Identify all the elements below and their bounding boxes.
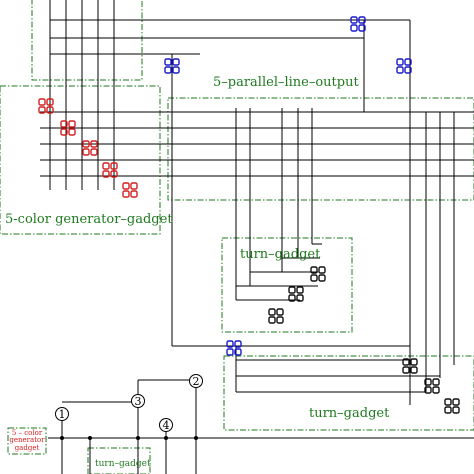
node-1: 1	[55, 407, 69, 421]
node-number: 1	[59, 408, 66, 421]
inset-label-line: generator	[9, 436, 45, 445]
node-number: 3	[135, 395, 142, 408]
turn-gadget-label-upper: turn–gadget	[240, 247, 321, 262]
inset-color-generator-label: 5 – color generator gadget	[9, 429, 45, 452]
four-square-cluster-icon	[350, 16, 366, 32]
four-square-cluster-icon	[310, 266, 326, 282]
turn-gadget-label-inset: turn–gadget	[95, 459, 151, 469]
diagram-part	[159, 418, 173, 432]
diagram-group: 1 2 3 4	[55, 374, 203, 432]
inset-label-line: gadget	[14, 443, 40, 452]
four-square-cluster-icon	[226, 340, 242, 356]
junction-dot	[194, 436, 198, 440]
inset-color-generator-box	[7, 427, 47, 455]
parallel-output-label: 5–parallel–line–output	[213, 75, 359, 90]
diagram-part	[131, 394, 145, 408]
junction-dot	[88, 436, 92, 440]
diagram-part	[55, 407, 69, 421]
four-square-cluster-icon	[122, 182, 138, 198]
diagram-group	[268, 266, 460, 414]
inset-turn-gadget-box	[87, 447, 151, 474]
four-square-cluster-icon	[38, 98, 54, 114]
parallel-output-box	[167, 97, 474, 201]
diagram-group	[164, 16, 412, 356]
turn-gadget-label-lower: turn–gadget	[309, 406, 390, 421]
turn-gadget-box-upper	[221, 237, 353, 333]
four-square-cluster-icon	[82, 140, 98, 156]
node-3: 3	[131, 394, 145, 408]
node-number: 4	[163, 419, 170, 432]
top-gadget-box	[31, 0, 143, 81]
diagram-group	[40, 0, 474, 474]
four-square-cluster-icon	[396, 58, 412, 74]
node-number: 2	[193, 375, 200, 388]
four-square-cluster-icon	[268, 308, 284, 324]
junction-dot	[164, 436, 168, 440]
node-2: 2	[189, 374, 203, 388]
diagram-group	[38, 98, 138, 198]
diagram-group	[60, 436, 198, 440]
turn-gadget-box-lower	[223, 355, 474, 431]
node-4: 4	[159, 418, 173, 432]
four-square-cluster-icon	[102, 162, 118, 178]
four-square-cluster-icon	[288, 286, 304, 302]
inset-label-line: 5 – color	[11, 429, 43, 437]
junction-dot	[60, 436, 64, 440]
four-square-cluster-icon	[424, 378, 440, 394]
junction-dot	[136, 436, 140, 440]
color-generator-label: 5-color generator–gadget	[5, 212, 173, 227]
four-square-cluster-icon	[444, 398, 460, 414]
diagram-part	[189, 374, 203, 388]
